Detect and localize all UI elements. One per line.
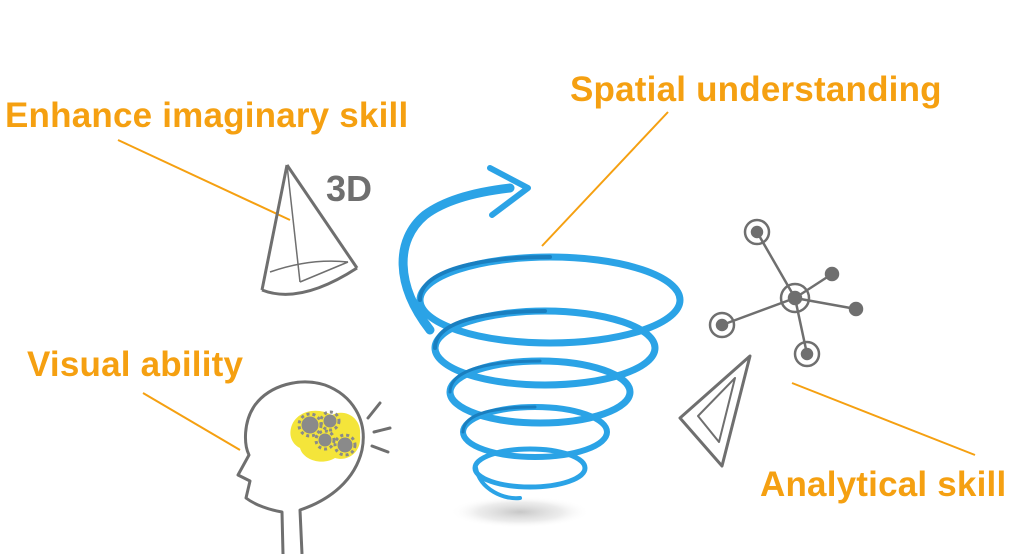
connector-visual [142,392,241,451]
connector-lines [117,111,976,456]
connector-analytical [791,382,976,456]
spiral-shadow [450,496,590,528]
head-gears-icon [236,380,392,554]
label-visual-ability: Visual ability [27,345,244,384]
label-spatial-understanding: Spatial understanding [570,70,942,109]
triangle-icon [678,354,752,468]
cone-icon [260,164,359,296]
connector-spatial [541,111,669,247]
label-3d: 3D [326,168,373,209]
label-analytical-skill: Analytical skill [760,465,1007,504]
connector-enhance [117,139,291,221]
network-icon [708,218,864,368]
spiral-arrow-icon [398,165,684,501]
label-enhance-imaginary-skill: Enhance imaginary skill [5,96,409,135]
